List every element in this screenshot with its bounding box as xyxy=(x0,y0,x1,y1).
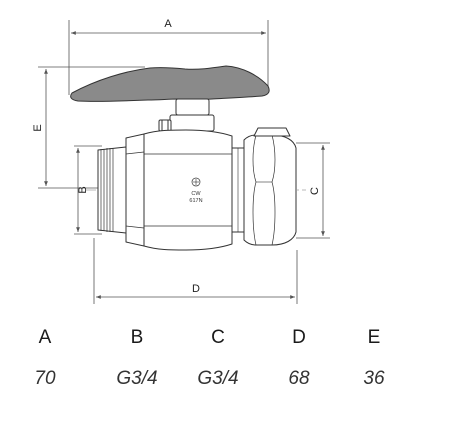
central-body xyxy=(143,129,233,251)
body-marking-line2: 617N xyxy=(189,198,202,204)
right-nut-face-right xyxy=(271,134,276,246)
dimension-header-d: D xyxy=(292,327,306,348)
body-marking-line1: CW xyxy=(191,191,201,197)
dimension-value-c: G3/4 xyxy=(197,368,239,389)
dimensions-table: A B C D E 70 G3/4 G3/4 68 36 xyxy=(0,322,466,402)
dimension-header-c: C xyxy=(211,327,225,348)
left-hex-collar xyxy=(125,133,145,247)
left-thread-lines xyxy=(100,148,114,232)
dimension-a-label: A xyxy=(164,18,172,30)
right-hex-nut xyxy=(243,134,297,246)
dimension-d-label: D xyxy=(192,283,200,295)
dimension-b-label: B xyxy=(77,186,89,193)
left-hex-edge-bottom xyxy=(125,225,145,229)
dimension-value-b: G3/4 xyxy=(116,368,158,389)
stem-screw xyxy=(158,119,172,132)
valve-handle xyxy=(70,65,270,102)
dimension-value-d: 68 xyxy=(288,368,310,389)
right-nut-cap xyxy=(253,127,291,137)
right-nut-face-left xyxy=(252,134,257,246)
dimension-header-b: B xyxy=(130,327,144,348)
dimension-d xyxy=(93,238,298,304)
dimension-c xyxy=(296,142,330,239)
left-hex-edge-top xyxy=(125,151,145,155)
dimension-b xyxy=(74,145,102,235)
handle-stem-block xyxy=(175,98,210,116)
dimension-a xyxy=(68,20,269,95)
stem-gland xyxy=(169,114,215,132)
dimension-e-label: E xyxy=(32,124,44,131)
dimension-header-a: A xyxy=(38,327,52,348)
left-thread-body xyxy=(97,146,127,234)
dimension-header-e: E xyxy=(367,327,381,348)
dimension-value-a: 70 xyxy=(34,368,56,389)
valve-body xyxy=(70,65,297,251)
dimension-c-label: C xyxy=(309,187,321,195)
dimension-value-e: 36 xyxy=(363,368,385,389)
